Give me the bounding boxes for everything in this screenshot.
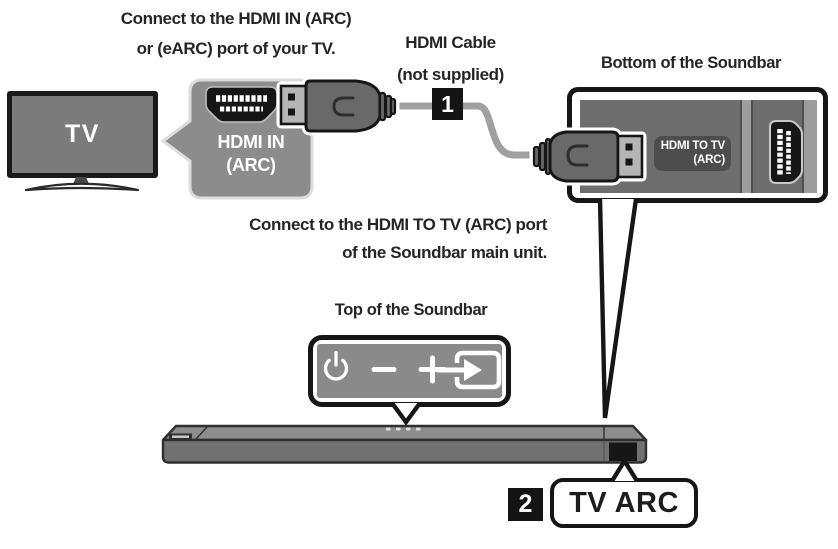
tv-stand (24, 177, 140, 192)
tv-arc-label: TV ARC (569, 486, 679, 519)
soundbar-buttons (386, 427, 421, 431)
soundbar-control-panel (317, 344, 502, 398)
hdmi-to-tv-port-label: HDMI TO TV (ARC) (654, 136, 731, 171)
hdmi-to-tv-label-line2: (ARC) (693, 153, 725, 166)
step-2-badge: 2 (508, 488, 543, 521)
tv-arc-callout: TV ARC (550, 478, 698, 528)
step-1-number: 1 (441, 90, 454, 117)
tv-label: TV (65, 120, 100, 148)
bottom-of-soundbar-title: Bottom of the Soundbar (600, 54, 781, 72)
instruction-cable: HDMI Cable (not supplied) (368, 27, 533, 91)
instruction-soundbar-port: Connect to the HDMI TO TV (ARC) port of … (227, 211, 547, 267)
hdmi-in-port-label: HDMI IN (ARC) (190, 131, 312, 177)
step-1-badge: 1 (432, 88, 463, 120)
tv-illustration: TV (7, 91, 158, 178)
instruction-cable-line2: (not supplied) (397, 65, 504, 84)
instruction-tv-port-line2: or (eARC) port of your TV. (136, 39, 336, 58)
instruction-tv-port-line1: Connect to the HDMI IN (ARC) (120, 9, 352, 28)
hdmi-in-port-label-line1: HDMI IN (217, 132, 285, 152)
soundbar-port-area (609, 442, 637, 461)
hdmi-port-icon (205, 86, 278, 123)
soundbar-illustration (161, 424, 648, 464)
instruction-soundbar-port-line2: of the Soundbar main unit. (342, 243, 547, 262)
instruction-tv-port: Connect to the HDMI IN (ARC) or (eARC) p… (86, 4, 386, 64)
hdmi-in-port-label-line2: (ARC) (226, 155, 276, 175)
callout-pointer-long (597, 198, 639, 419)
soundbar-logo (169, 433, 192, 440)
hdmi-cable-icon (394, 102, 540, 159)
step-2-number: 2 (518, 490, 533, 518)
panel-divider-stripe (740, 100, 753, 193)
hdmi-to-tv-label-line1: HDMI TO TV (660, 140, 725, 152)
panel-edge-stripe (802, 100, 817, 193)
instruction-soundbar-port-line1: Connect to the HDMI TO TV (ARC) port (249, 215, 547, 234)
instruction-cable-line1: HDMI Cable (405, 33, 496, 52)
top-of-soundbar-title: Top of the Soundbar (334, 301, 488, 319)
